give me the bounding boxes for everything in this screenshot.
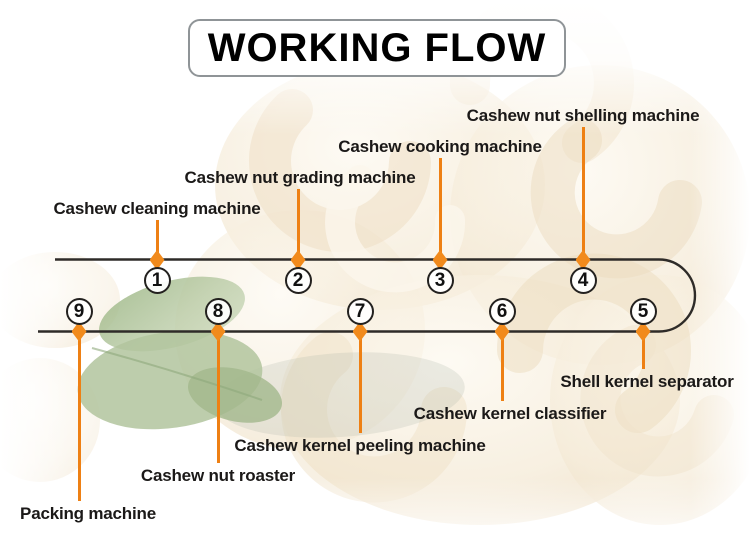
station-label-cashew-nut-grading-machine: Cashew nut grading machine [184,168,416,187]
station-diamond-icon-3 [432,250,448,270]
station-number-4: 4 [569,267,597,294]
station-number-8: 8 [204,298,232,325]
station-number-7: 7 [346,298,374,325]
station-number-5: 5 [629,298,657,325]
station-connector-7 [358,333,362,433]
station-connector-5 [641,333,645,369]
station-number-2: 2 [284,267,312,294]
station-label-cashew-nut-roaster: Cashew nut roaster [140,466,296,485]
station-label-cashew-cooking-machine: Cashew cooking machine [338,137,542,156]
title-box: WORKING FLOW [188,19,566,77]
station-diamond-icon-1 [149,250,165,270]
station-label-packing-machine: Packing machine [20,504,156,523]
station-connector-4 [581,127,585,260]
station-label-cashew-kernel-classifier: Cashew kernel classifier [413,404,607,423]
station-connector-3 [438,158,442,260]
station-connector-6 [500,333,504,401]
station-diamond-icon-5 [635,321,651,342]
station-connector-9 [77,333,81,501]
station-label-cashew-nut-shelling-machine: Cashew nut shelling machine [466,106,700,125]
station-label-shell-kernel-separator: Shell kernel separator [560,372,734,391]
station-diamond-icon-2 [290,250,306,270]
station-label-cashew-cleaning-machine: Cashew cleaning machine [53,199,261,218]
page-title: WORKING FLOW [207,26,547,70]
flow-line [38,258,697,333]
station-diamond-icon-6 [494,321,510,342]
station-number-9: 9 [65,298,93,325]
station-number-3: 3 [426,267,454,294]
station-number-1: 1 [143,267,171,294]
station-diamond-icon-8 [210,321,226,342]
station-connector-8 [216,333,220,463]
station-diamond-icon-7 [352,321,368,342]
station-connector-1 [155,220,159,260]
station-number-6: 6 [488,298,516,325]
station-diamond-icon-4 [575,250,591,270]
station-connector-2 [296,189,300,260]
station-label-cashew-kernel-peeling-machine: Cashew kernel peeling machine [234,436,486,455]
station-diamond-icon-9 [71,321,87,342]
